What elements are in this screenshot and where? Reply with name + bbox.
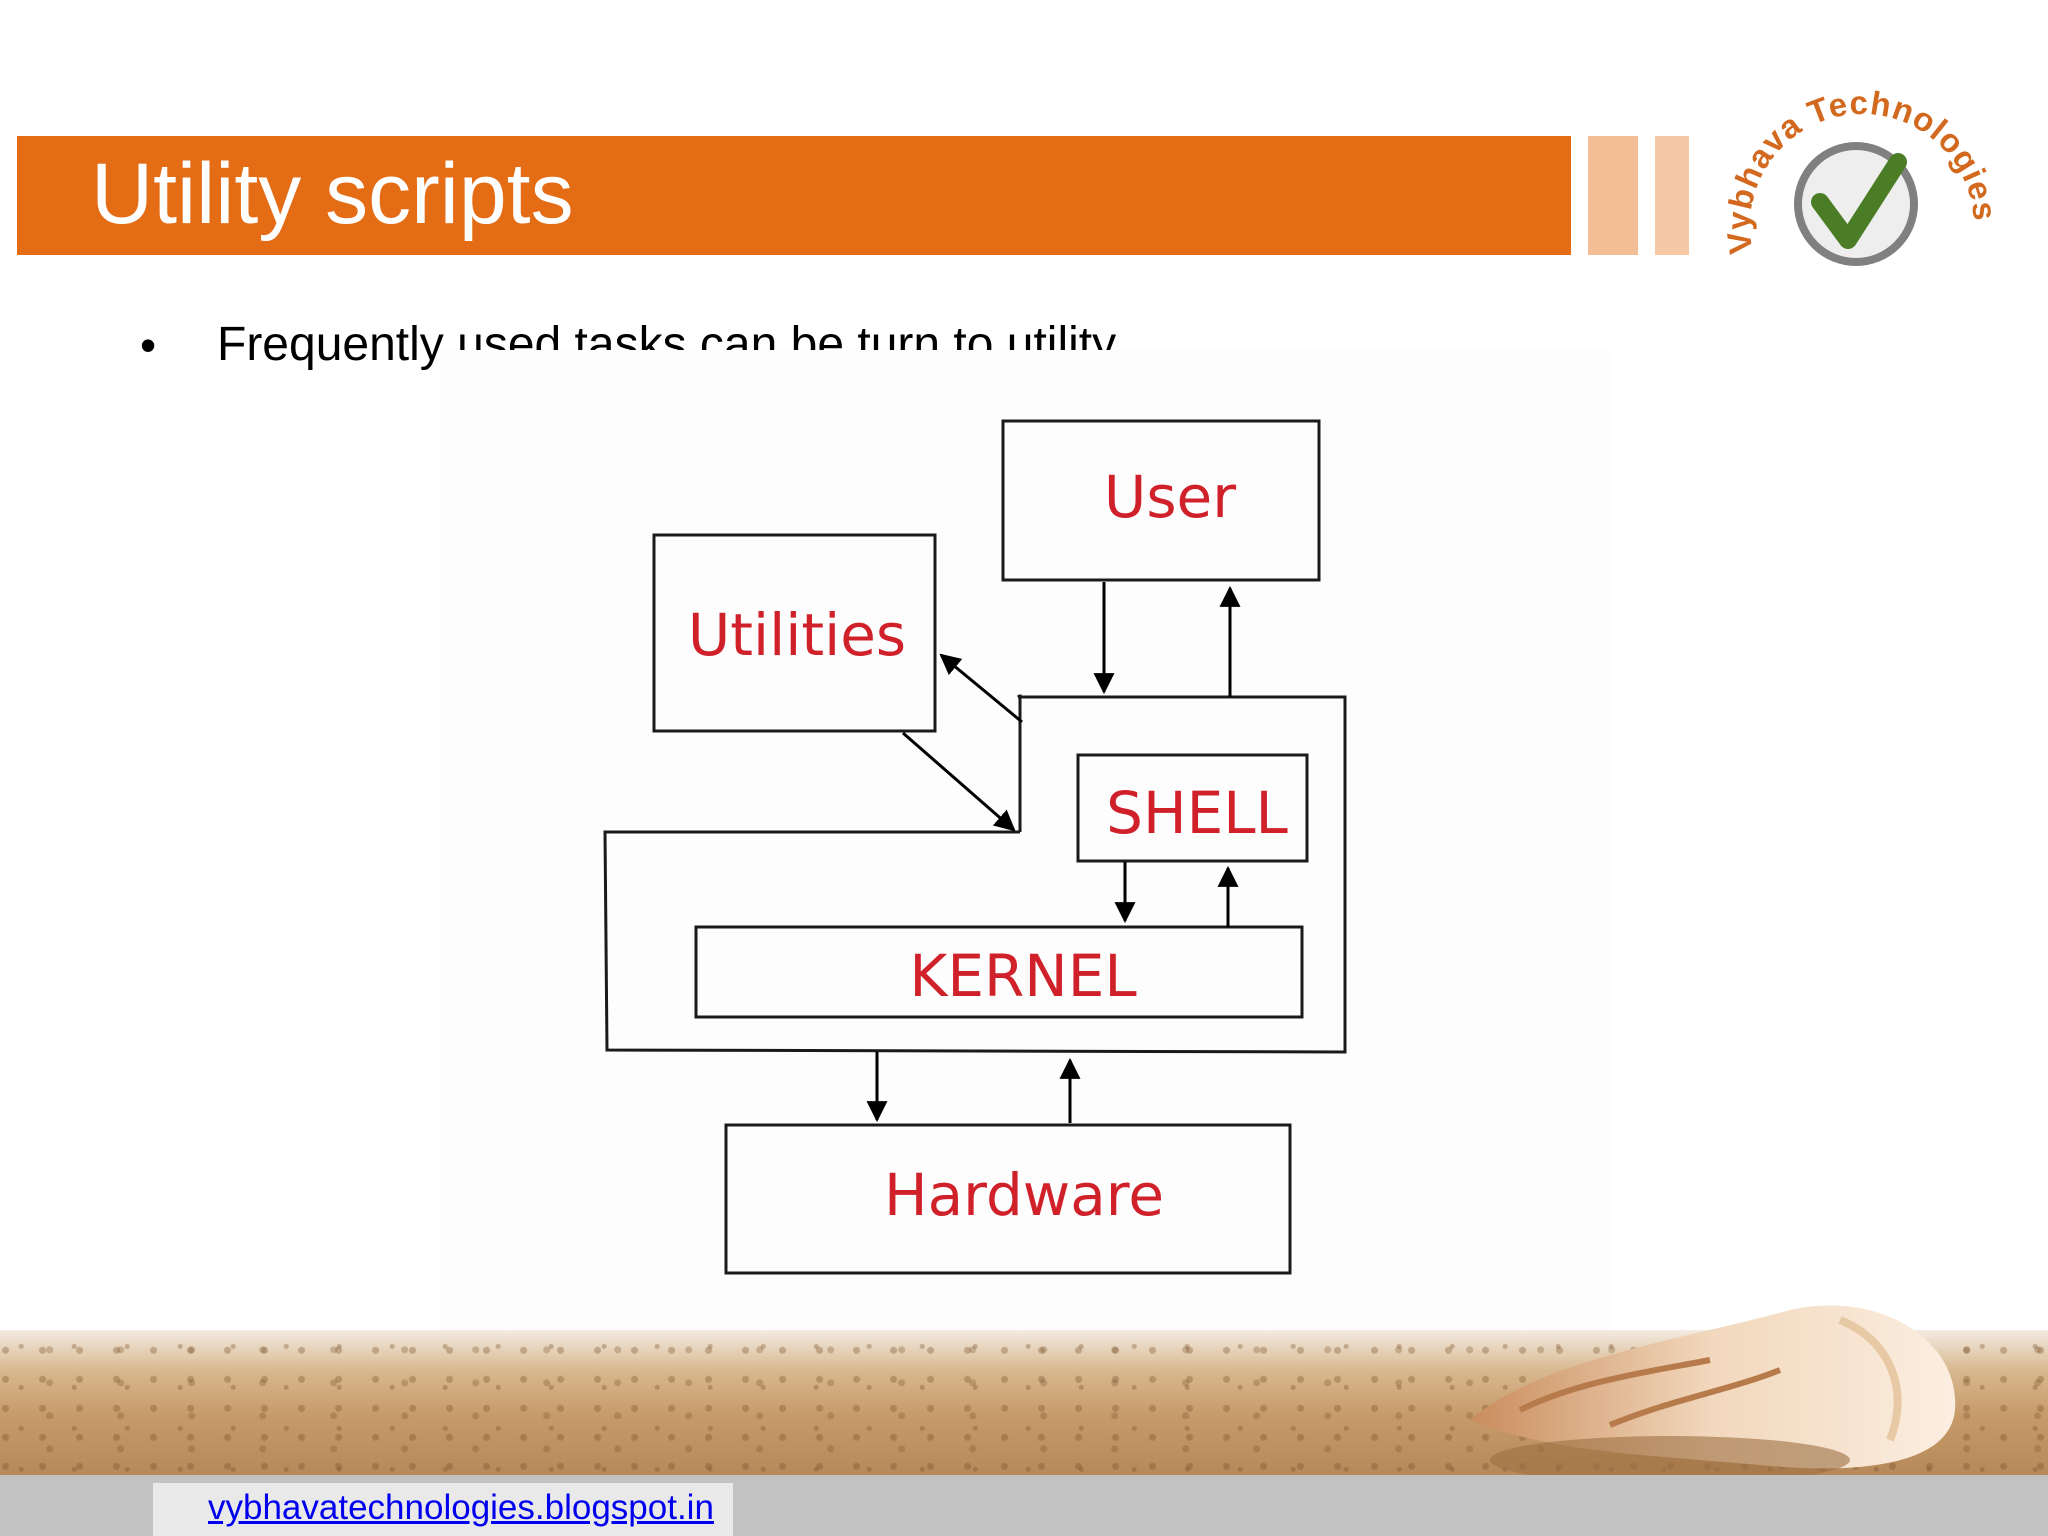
checkmark-icon (1794, 142, 1918, 266)
title-bar: Utility scripts (17, 136, 1571, 255)
utilities-label: Utilities (688, 601, 906, 669)
shell-label: SHELL (1106, 779, 1288, 847)
footer-blog-link[interactable]: vybhavatechnologies.blogspot.in (208, 1488, 714, 1527)
shell-box (1076, 753, 1309, 863)
diagram-panel (440, 350, 1610, 1350)
hardware-box (724, 1123, 1292, 1275)
decorative-bar (1655, 136, 1689, 255)
footer-link-box (153, 1483, 733, 1536)
slide-title: Utility scripts (91, 146, 574, 242)
decorative-bar (1588, 136, 1638, 255)
hardware-label: Hardware (884, 1161, 1164, 1229)
kernel-box (694, 925, 1304, 1019)
kernel-label: KERNEL (909, 942, 1136, 1010)
user-label: User (1104, 463, 1236, 531)
company-logo: Vybhava Technologies (1720, 84, 1998, 266)
utilities-box (652, 533, 937, 733)
arrow-from-utilities (902, 731, 1016, 832)
user-box (1001, 419, 1321, 582)
bullet-marker: • (140, 319, 157, 371)
architecture-diagram: User Utilities SHELL KERNEL Hardware (603, 419, 1347, 1275)
arrow-to-utilities (939, 653, 1023, 724)
system-boundary (603, 695, 1347, 1054)
seashell-decoration (1470, 1305, 1956, 1480)
